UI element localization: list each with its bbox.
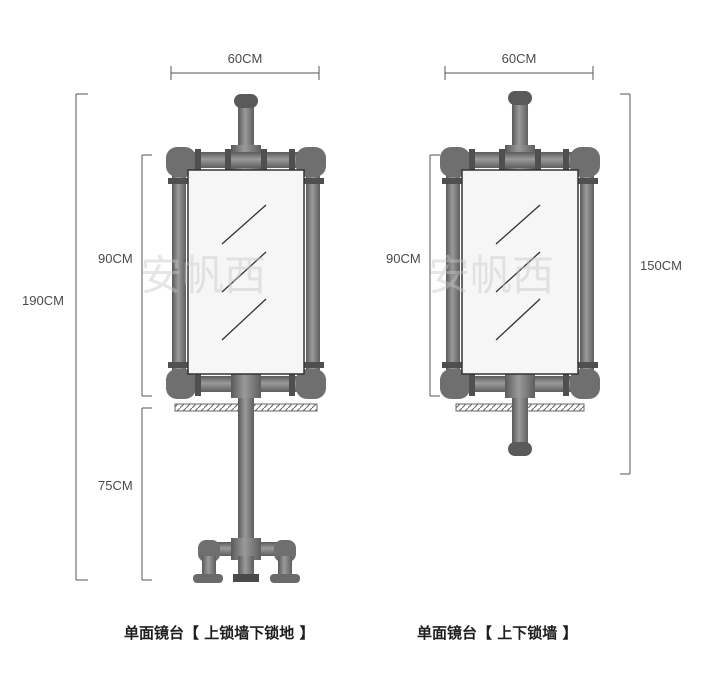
right-lower-pipe <box>512 398 528 448</box>
left-mirror-reflection <box>221 204 267 341</box>
left-mirror-height-dimension <box>141 154 152 397</box>
left-total-height-label: 190CM <box>22 293 64 308</box>
right-total-height-dimension <box>620 93 631 475</box>
left-width-label: 60CM <box>228 51 263 66</box>
left-lower-pipe <box>238 398 254 548</box>
right-stand: 60CM 150CM 90CM <box>386 51 682 642</box>
right-top-cap <box>508 91 532 105</box>
right-mirror-height-dimension <box>429 154 440 397</box>
left-mirror-glass <box>187 169 305 375</box>
left-stand: 60CM 190CM 90CM 75CM <box>22 51 326 642</box>
right-top-pipe <box>512 98 528 156</box>
left-top-pipe <box>238 98 254 156</box>
left-width-dimension <box>170 66 320 80</box>
right-mirror-glass <box>461 169 579 375</box>
left-mirror-frame <box>166 147 326 399</box>
right-mirror-height-label: 90CM <box>386 251 421 266</box>
right-mirror-frame <box>440 147 600 399</box>
right-caption: 单面镜台【 上下锁墙 】 <box>417 624 577 642</box>
right-bottom-cap <box>508 442 532 456</box>
left-mirror-height-label: 90CM <box>98 251 133 266</box>
left-watermark: 安帆西 <box>140 251 266 300</box>
left-base-height-dimension <box>141 407 152 581</box>
right-width-dimension <box>444 66 594 80</box>
right-watermark: 安帆西 <box>428 251 554 300</box>
right-mirror-reflection <box>495 204 541 341</box>
left-base-assembly <box>193 538 300 583</box>
right-total-height-label: 150CM <box>640 258 682 273</box>
left-top-cap <box>234 94 258 108</box>
right-width-label: 60CM <box>502 51 537 66</box>
left-caption: 单面镜台【 上锁墙下锁地 】 <box>124 624 314 642</box>
left-base-height-label: 75CM <box>98 478 133 493</box>
left-total-height-dimension <box>75 93 88 581</box>
